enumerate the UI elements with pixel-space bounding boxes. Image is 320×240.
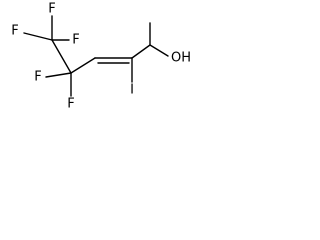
iodine-label: I	[130, 83, 134, 98]
hydroxyl-label: OH	[171, 51, 191, 66]
fluorine-label-right: F	[72, 33, 79, 48]
chemical-structure-diagram: F F F F F I OH	[11, 2, 191, 112]
bond-c5-hydroxyl	[149, 44, 169, 57]
bond-c1-f-top-left	[23, 32, 53, 41]
bond-c1-c2	[51, 39, 72, 74]
fluorine-label-bottom-left: F	[34, 70, 41, 85]
bond-c2-f-bottom-left	[45, 72, 72, 78]
fluorine-label-top: F	[48, 2, 55, 17]
fluorine-label-top-left: F	[11, 24, 18, 39]
fluorine-label-bottom: F	[67, 97, 74, 112]
bond-c4-c5	[131, 44, 151, 59]
bond-c2-c3	[70, 57, 96, 74]
